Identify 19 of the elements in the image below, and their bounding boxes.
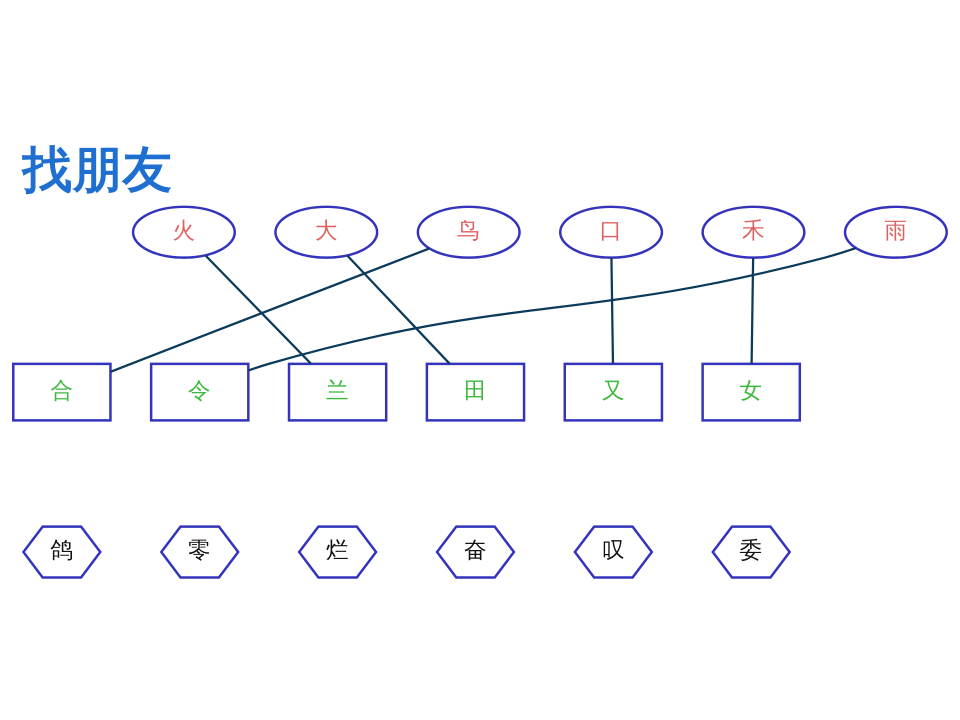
node-box: 又: [564, 362, 664, 422]
node-ellipse: 大: [274, 205, 378, 258]
connector: [610, 257, 614, 363]
node-ellipse: 雨: [844, 205, 948, 258]
node-ellipse: 口: [559, 205, 664, 258]
connector: [750, 257, 754, 363]
node-box: 令: [150, 362, 250, 422]
node-box: 合: [12, 362, 112, 422]
node-box: 田: [426, 362, 526, 422]
node-ellipse: 鸟: [416, 205, 521, 258]
connector: [248, 246, 856, 372]
node-ellipse: 火: [132, 205, 236, 258]
node-ellipse: 禾: [701, 205, 806, 258]
node-box: 女: [701, 362, 802, 422]
connector: [110, 247, 430, 372]
connector: [346, 254, 450, 364]
connector: [204, 254, 312, 364]
node-box: 兰: [288, 362, 388, 422]
diagram-title: 找朋友: [22, 140, 172, 198]
